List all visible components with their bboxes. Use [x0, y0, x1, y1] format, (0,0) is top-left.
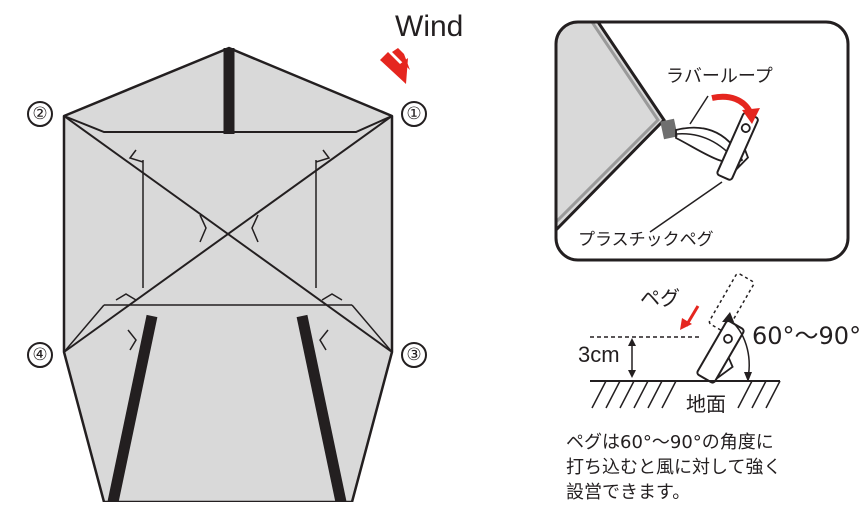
plastic-peg-label: プラスチックペグ [578, 230, 714, 250]
peg-icon [696, 320, 745, 384]
rotate-arrow-icon [711, 93, 753, 114]
right-strap [296, 314, 347, 502]
rubber-loop-label: ラバーループ [666, 66, 773, 87]
ground-label: 地面 [684, 392, 728, 416]
corner-label-4: ④ [27, 342, 53, 368]
depth-label: 3cm [578, 342, 620, 367]
corner-label-1: ① [401, 101, 427, 127]
left-strap [107, 314, 158, 502]
wind-label: Wind [395, 10, 464, 43]
peg-label: ペグ [640, 286, 680, 310]
corner-label-2: ② [27, 101, 53, 127]
rubber-patch [660, 118, 678, 140]
angle-label: 60°～90° [752, 322, 862, 350]
note-line: 打ち込むと風に対して強く [566, 457, 782, 478]
tent-roof-outline [62, 46, 394, 502]
note-line: ペグは60°～90°の角度に [566, 432, 774, 453]
peg-angle-note: ペグは60°～90°の角度に 打ち込むと風に対して強く 設営できます。 [566, 430, 856, 505]
note-line: 設営できます。 [566, 482, 691, 503]
corner-label-3: ③ [401, 342, 427, 368]
rubber-loop [675, 126, 744, 164]
cross-line [63, 115, 393, 353]
